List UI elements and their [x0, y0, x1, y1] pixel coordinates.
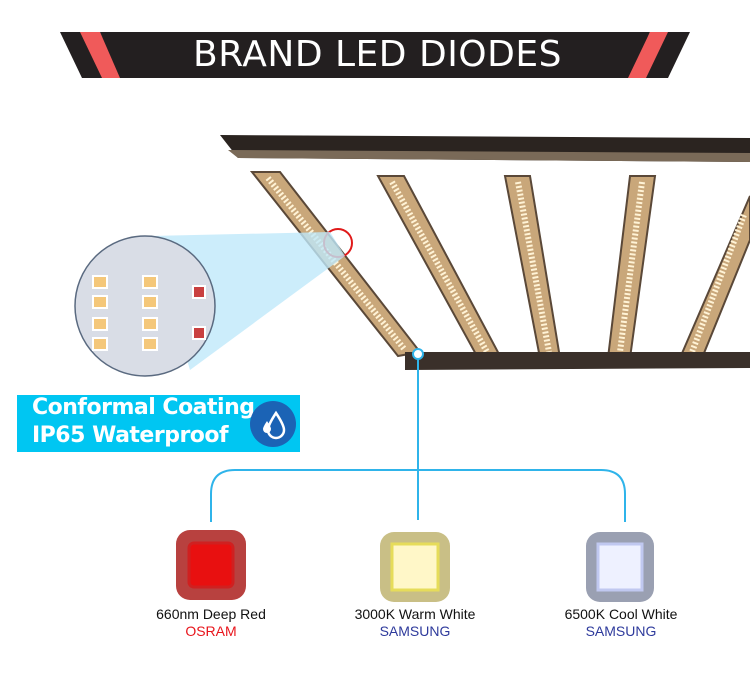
water-drop-icon — [250, 401, 296, 447]
diode-cool-chip — [586, 532, 654, 602]
diode-red-chip — [176, 530, 246, 600]
magnified-led-detail — [74, 232, 345, 377]
diode-name: 6500K Cool White — [564, 606, 678, 622]
banner-background — [60, 32, 690, 78]
led-grow-light — [220, 135, 750, 370]
diode-warm-chip — [380, 532, 450, 602]
coating-badge: Conformal Coating IP65 Waterproof — [17, 395, 300, 452]
connector-lines — [210, 359, 626, 522]
diode-deep-red: 660nm Deep Red OSRAM — [111, 606, 311, 639]
diode-cool-white: 6500K Cool White SAMSUNG — [521, 606, 721, 639]
diode-brand: SAMSUNG — [585, 623, 657, 639]
banner-title: BRAND LED DIODES — [193, 34, 562, 75]
coating-line2: IP65 Waterproof — [32, 423, 229, 448]
diode-brand: SAMSUNG — [379, 623, 451, 639]
diode-warm-white: 3000K Warm White SAMSUNG — [315, 606, 515, 639]
diode-name: 660nm Deep Red — [156, 606, 266, 622]
coating-line1: Conformal Coating — [32, 395, 255, 420]
diode-name: 3000K Warm White — [354, 606, 476, 622]
diode-brand: OSRAM — [185, 623, 237, 639]
